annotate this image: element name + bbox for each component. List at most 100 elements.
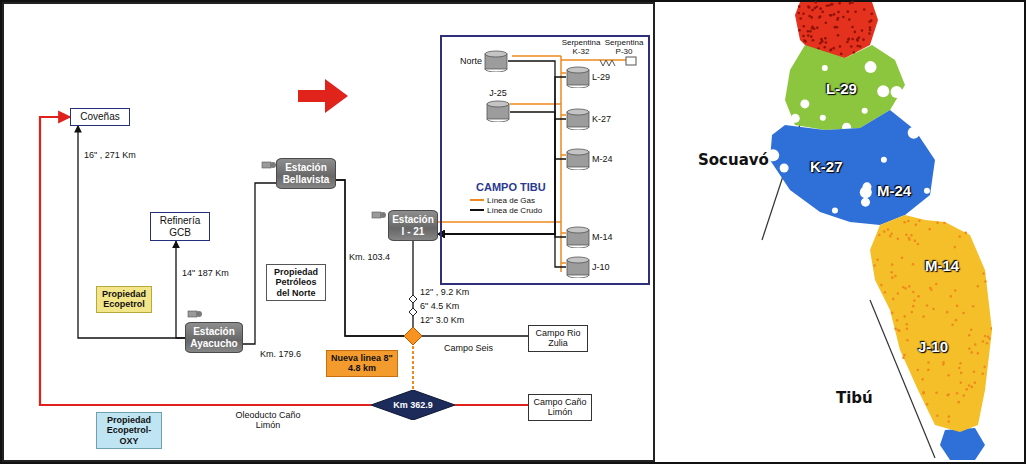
well-dot bbox=[984, 280, 987, 283]
storage-tank: M-24 bbox=[566, 148, 613, 170]
well-dot bbox=[968, 384, 971, 387]
well-dot bbox=[856, 45, 859, 48]
well-dot bbox=[814, 7, 817, 10]
well-dot bbox=[802, 35, 805, 38]
well-dot bbox=[990, 327, 992, 330]
pipe-label: 14" 187 Km bbox=[182, 268, 229, 278]
node-text: J-10 bbox=[592, 262, 610, 272]
well-dot bbox=[902, 286, 905, 289]
well-dot bbox=[829, 49, 832, 52]
well-dot bbox=[958, 401, 961, 404]
well-dot bbox=[832, 47, 835, 50]
well-dot bbox=[770, 149, 779, 161]
legend-line bbox=[470, 197, 484, 203]
well-dot bbox=[797, 12, 800, 15]
pipe-label: Oleoducto Caño Limón bbox=[226, 410, 310, 431]
well-dot bbox=[917, 243, 920, 246]
well-dot bbox=[828, 4, 831, 7]
storage-tank: M-14 bbox=[566, 226, 613, 248]
well-dot bbox=[954, 289, 957, 292]
storage-tank: J-10 bbox=[566, 256, 610, 278]
node-text: K-27 bbox=[592, 114, 611, 124]
well-dot bbox=[846, 41, 849, 44]
area-name: Socuavó bbox=[698, 152, 769, 169]
tank-base bbox=[567, 127, 589, 130]
crude-line bbox=[438, 119, 566, 234]
well-dot bbox=[822, 65, 828, 71]
well-dot bbox=[851, 1, 854, 4]
region-outline bbox=[770, 110, 935, 225]
tank-symbol bbox=[566, 226, 590, 248]
tank-top bbox=[567, 257, 589, 263]
node-text: Refinería GCB bbox=[154, 215, 206, 238]
well-dot bbox=[850, 45, 853, 48]
refinery-box: Refinería GCB bbox=[150, 212, 210, 241]
well-dot bbox=[972, 305, 975, 308]
well-dot bbox=[901, 256, 904, 259]
pump-icon bbox=[188, 311, 202, 317]
well-dot bbox=[848, 18, 851, 21]
node-text: Km 362.9 bbox=[393, 400, 433, 410]
well-dot bbox=[802, 25, 805, 28]
map-region: M-14J-10 bbox=[870, 215, 992, 432]
well-dot bbox=[897, 292, 900, 295]
tank-top bbox=[567, 227, 589, 233]
well-dot bbox=[943, 222, 946, 225]
well-dot bbox=[982, 272, 985, 275]
well-dot bbox=[891, 263, 894, 266]
well-dot bbox=[907, 220, 910, 223]
well-dot bbox=[905, 323, 908, 326]
well-dot bbox=[829, 14, 832, 17]
tank-base bbox=[567, 85, 589, 88]
well-dot bbox=[839, 45, 842, 48]
well-dot bbox=[831, 3, 834, 6]
well-dot bbox=[903, 315, 906, 318]
new-pipeline-dotted bbox=[412, 346, 414, 390]
well-dot bbox=[819, 7, 822, 10]
well-dot bbox=[930, 289, 933, 292]
well-dot bbox=[814, 1, 817, 4]
well-dot bbox=[912, 291, 915, 294]
legend-line bbox=[470, 207, 484, 213]
node-text: M-24 bbox=[877, 182, 911, 199]
pipe-label: Serpentina K-32 bbox=[560, 38, 602, 56]
pipe-label: 6" 4.5 Km bbox=[420, 301, 459, 311]
well-dot bbox=[927, 369, 930, 372]
well-dot bbox=[877, 85, 889, 97]
well-dot bbox=[878, 234, 881, 237]
tank-base bbox=[567, 245, 589, 248]
well-dot bbox=[862, 108, 868, 114]
node-text: M-14 bbox=[925, 257, 959, 274]
pipeline bbox=[40, 117, 371, 405]
well-dot bbox=[826, 4, 829, 7]
node-text: M-14 bbox=[592, 232, 613, 242]
well-dot bbox=[974, 381, 977, 384]
map-region bbox=[940, 428, 985, 460]
pipe-label: Campo Seis bbox=[444, 343, 493, 353]
well-dot bbox=[903, 354, 906, 357]
area-name: Tibú bbox=[836, 390, 873, 407]
well-dot bbox=[863, 8, 866, 11]
well-dot bbox=[951, 323, 954, 326]
well-dot bbox=[840, 53, 843, 56]
well-dot bbox=[870, 13, 873, 16]
storage-tank: J-25 bbox=[486, 88, 510, 122]
well-dot bbox=[825, 41, 828, 44]
well-dot bbox=[802, 12, 805, 15]
well-dot bbox=[970, 351, 973, 354]
well-dot bbox=[811, 9, 814, 12]
well-dot bbox=[915, 224, 918, 227]
well-dot bbox=[832, 207, 838, 213]
well-dot bbox=[981, 372, 984, 375]
valve-symbol bbox=[409, 308, 417, 316]
region-shape bbox=[770, 110, 935, 225]
well-dot bbox=[811, 27, 814, 30]
well-dot bbox=[894, 327, 897, 330]
well-dot bbox=[830, 48, 833, 51]
crude-line bbox=[176, 241, 185, 338]
well-dot bbox=[854, 10, 857, 13]
well-dot bbox=[955, 319, 958, 322]
well-dot bbox=[958, 235, 961, 238]
well-dot bbox=[846, 10, 849, 13]
